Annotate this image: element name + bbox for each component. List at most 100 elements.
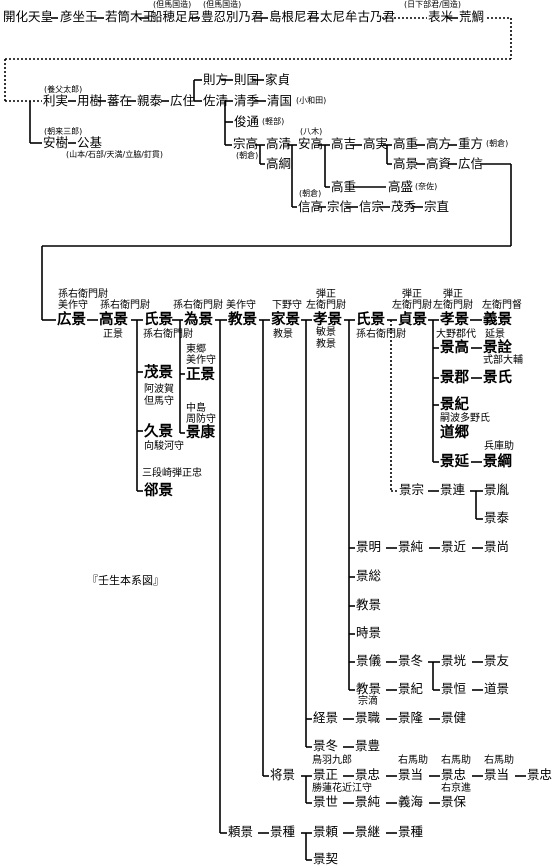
node-kagechigi: 景契 [313,851,339,866]
title-kagemasa: 鳥羽九郎 [312,755,352,766]
sub-kagenori: 嗣波多野氏 [440,413,490,424]
node-ujikage2: 氏景 [356,312,385,328]
node-tamekage: 為景 [184,312,213,328]
node-kiyosue: 清季 [234,93,260,108]
node-kagemasa: 景正 [313,767,339,782]
node-kagetane2: 景種 [398,824,424,839]
note-yagi: (八木) [300,127,323,136]
sub-takakage: 正景 [103,329,123,340]
node-shigekata: 重方 [458,136,484,151]
sub-kagetaka-2: 式部大輔 [483,355,523,366]
node-yoshiumi: 義海 [398,794,424,809]
node-kaika: 開化天皇 [3,9,54,24]
node-kageyori: 景頼 [313,824,339,839]
note-kimimoto: (山本/石部/天満/立脇/釘貫) [66,150,164,159]
node-kageaki: 景明 [356,539,382,554]
node-takakage2: 孝景 [313,312,342,328]
note-toshimichi: (軽部) [262,117,285,126]
title-hirokage: 孫右衛門尉 美作守 [58,289,108,311]
node-kagetada: 景忠 [355,767,381,782]
node-norikata: 則方 [203,72,229,87]
note-munetaka: (朝倉) [236,151,259,160]
node-michisato: 道郷 [440,425,469,441]
node-kagefuyu: 景冬 [398,653,424,668]
node-kageyo: 景世 [313,794,339,809]
node-takatsuna: 高綱 [266,156,292,171]
node-mochiki: 用樹 [77,93,103,108]
title-kageho: 右京進 [441,783,471,794]
node-kagenori3: 景紀 [398,681,424,696]
node-munenao: 宗直 [424,199,450,214]
source-caption: 『壬生本系図』 [87,574,164,587]
node-omi: 表米 [428,9,454,24]
title-tamekage: 孫右衛門尉 [173,300,223,311]
node-kagetake: 景健 [441,710,467,725]
node-munenobu: 宗信 [327,199,353,214]
node-norikage-u: 教景 [356,597,382,612]
node-takakata: 高方 [426,136,452,151]
node-kagefusa: 景総 [356,568,382,583]
node-chikayasu: 親泰 [137,93,163,108]
sub-ujikage: 孫右衛門尉 [143,329,193,340]
node-nobumune: 信宗 [359,199,385,214]
note-takamori: (奈佐) [415,182,438,191]
node-kagemasa3: 景当 [484,767,510,782]
node-hirokage: 広景 [57,312,86,328]
sub-norikage2: 宗滴 [358,696,378,707]
node-kagesumi: 景純 [398,539,424,554]
node-kagetaka2: 景隆 [398,710,424,725]
node-iesada: 家貞 [265,72,291,87]
node-kagemoto: 景職 [355,710,381,725]
note-toyoshino: (但馬国造) [203,0,242,9]
node-kagetoshi: 景胤 [484,482,510,497]
node-funaho: 船穂足尼 [150,9,201,24]
title-kagetada2: 右馬助 [441,755,471,766]
note-kiyokuni: (小和田) [296,96,327,105]
node-kagetsuna: 景綱 [483,454,512,470]
node-takashige2: 高重 [331,179,357,194]
node-ujikage: 氏景 [144,312,173,328]
sub-ujikage2: 孫右衛門尉 [356,329,406,340]
node-nobutaka: 信高 [298,199,324,214]
node-kagetane: 景種 [270,824,296,839]
sub-yoshikage: 延景 [485,329,505,340]
title-norikage: 美作守 [226,300,256,311]
node-shigekage: 茂景 [144,365,173,381]
node-shigehide: 茂秀 [391,199,417,214]
node-tokuzai: 蕃在 [107,93,133,108]
sub-shigekage: 阿波賀 但馬守 [144,384,174,407]
node-kagefuyu2: 景冬 [313,738,339,753]
node-toshimichi: 俊通 [234,114,260,129]
node-kageyasu2: 景泰 [484,510,510,525]
node-kagetsugu: 景垙 [441,653,467,668]
node-kagetomo: 景友 [484,653,510,668]
node-kagenori: 景紀 [440,397,469,413]
title-kagetsuna: 兵庫助 [484,441,514,452]
title-takakage: 孫右衛門尉 [100,300,150,311]
title-takakage2: 弾正 左衛門尉 [306,289,346,311]
node-kagetoyo: 景豊 [355,738,381,753]
node-kakage: 郤景 [144,483,173,499]
node-takazane: 高実 [363,136,389,151]
node-yorikage: 頼景 [228,824,254,839]
node-takakage: 高景 [99,312,128,328]
node-takayoshi: 高吉 [331,136,357,151]
node-tokikage: 時景 [356,625,382,640]
node-sukekiyo: 佐清 [203,93,229,108]
node-asaku: 安樹 [43,135,69,150]
node-kageren: 景連 [440,482,466,497]
note-shigekata: (朝倉) [486,139,509,148]
title-iekage: 下野守 [272,300,302,311]
node-toshizane: 利実 [43,93,69,108]
node-kagenobu: 景延 [440,454,469,470]
sub-takakage2: 敏景 教景 [316,327,336,350]
node-kagechika: 景近 [441,539,467,554]
node-takasuke: 高資 [426,156,452,171]
node-kimimoto: 公基 [77,135,103,150]
node-araumi: 荒鯛 [459,9,485,24]
node-yasutaka: 安高 [298,136,324,151]
node-kagemune: 景宗 [399,482,425,497]
node-kiyokuni: 清国 [267,93,293,108]
node-yoshikage: 義景 [483,312,512,328]
